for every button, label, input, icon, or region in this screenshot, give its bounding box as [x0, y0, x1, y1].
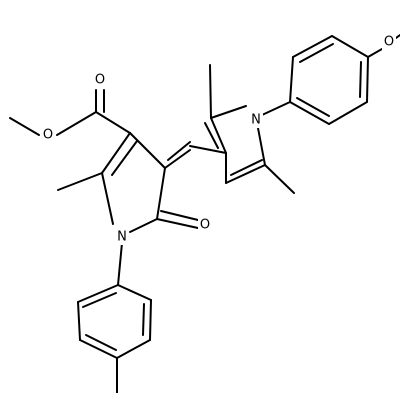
- bond: [292, 35, 333, 58]
- bond: [101, 172, 114, 225]
- bond: [57, 172, 103, 191]
- bond: [149, 299, 152, 341]
- bond: [129, 218, 158, 233]
- bond: [164, 149, 191, 169]
- bond: [101, 132, 131, 174]
- bond: [56, 111, 97, 136]
- bond: [79, 339, 118, 359]
- bond: [160, 210, 199, 221]
- bond: [142, 303, 145, 336]
- bond: [156, 218, 199, 229]
- atom-o-lactam: O: [198, 216, 212, 233]
- bond: [289, 56, 294, 103]
- bond: [204, 122, 219, 149]
- atom-label-o: O: [200, 218, 210, 233]
- bond: [257, 127, 266, 166]
- bond: [331, 35, 369, 58]
- bond: [210, 105, 247, 119]
- bond: [289, 101, 330, 125]
- bond: [299, 43, 334, 63]
- bond: [264, 164, 295, 194]
- bond: [209, 64, 212, 119]
- bond: [210, 117, 227, 154]
- bond: [82, 292, 117, 308]
- bond: [359, 61, 362, 98]
- bond: [111, 140, 138, 176]
- bond: [366, 56, 369, 103]
- bond: [116, 339, 151, 359]
- bond: [395, 34, 400, 39]
- bond: [95, 111, 131, 134]
- bond: [117, 242, 123, 286]
- bond: [189, 145, 227, 154]
- bond: [367, 48, 383, 58]
- bond: [261, 101, 291, 116]
- atom-n-pyrrolone: N: [115, 228, 129, 245]
- bond: [328, 101, 368, 125]
- atom-o-methoxy: O: [382, 33, 396, 50]
- bond: [129, 132, 166, 169]
- bond: [167, 141, 191, 161]
- bond: [85, 334, 117, 351]
- atom-label-n: N: [117, 230, 127, 245]
- atom-label-o: O: [43, 128, 53, 143]
- atom-o-ester-carbonyl: O: [93, 71, 107, 88]
- bond: [156, 167, 166, 220]
- bond: [296, 97, 330, 117]
- bond: [77, 301, 81, 341]
- atom-label-o: O: [95, 73, 105, 88]
- atom-o-ester-ether: O: [41, 126, 55, 143]
- bond: [117, 284, 152, 301]
- bond: [9, 117, 40, 136]
- atom-label-o: O: [384, 35, 394, 50]
- atom-n-pyrrole: N: [249, 111, 263, 128]
- bond: [77, 284, 119, 303]
- atom-label-n: N: [251, 113, 261, 128]
- bond: [230, 159, 263, 176]
- bond: [225, 164, 266, 184]
